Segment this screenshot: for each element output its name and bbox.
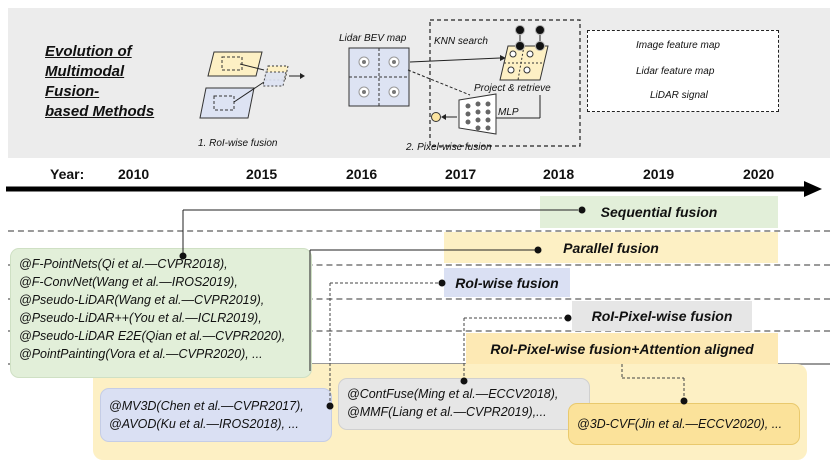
knn-label: KNN search (434, 36, 488, 47)
method-entry: @MMF(Liang et al.—CVPR2019),... (347, 405, 547, 419)
project-label: Project & retrieve (474, 83, 551, 94)
method-entry: @AVOD(Ku et al.—IROS2018), ... (109, 417, 299, 431)
attention-aligned-bar: RoI-Pixel-wise fusion+Attention aligned (466, 333, 778, 364)
lane-divider (8, 298, 830, 300)
roi-pixel-wise-fusion-bar: RoI-Pixel-wise fusion (572, 301, 752, 331)
bev-map-label: Lidar BEV map (339, 33, 407, 44)
lidar-signal-icon (515, 25, 525, 35)
bar-label: RoI-Pixel-wise fusion (591, 308, 733, 324)
method-entry: @Pseudo-LiDAR(Wang et al.—CVPR2019), (19, 293, 265, 307)
pixel-caption: 2. Pixel-wise fusion (406, 142, 492, 153)
legend-signal-label: LiDAR signal (650, 90, 708, 101)
sequential-methods-card: @F-PointNets(Qi et al.—CVPR2018), @F-Con… (10, 248, 312, 378)
method-entry: @Pseudo-LiDAR E2E(Qian et al.—CVPR2020), (19, 329, 286, 343)
lane-divider (8, 330, 830, 332)
roi-methods-card: @MV3D(Chen et al.—CVPR2017), @AVOD(Ku et… (100, 388, 332, 442)
legend (587, 30, 779, 112)
roi-caption: 1. RoI-wise fusion (198, 138, 278, 149)
year-tick: 2017 (445, 166, 477, 182)
method-entry: @3D-CVF(Jin et al.—ECCV2020), ... (577, 417, 783, 431)
pixel-wise-box (429, 19, 581, 147)
arrow-icon (239, 63, 265, 71)
method-entry: @PointPainting(Vora et al.—CVPR2020), ..… (19, 347, 263, 361)
legend-image-label: Image feature map (636, 40, 720, 51)
year-tick: 2015 (246, 166, 278, 182)
title-line: Evolution of (45, 43, 132, 60)
lane-divider (8, 230, 830, 232)
year-tick: 2010 (118, 166, 150, 182)
bar-label: RoI-wise fusion (455, 274, 559, 291)
roi-box-icon (213, 95, 235, 111)
method-entry: @Pseudo-LiDAR++(You et al.—ICLR2019), (19, 311, 262, 325)
year-label: Year: (50, 166, 85, 182)
year-tick: 2018 (543, 166, 575, 182)
fused-roi-icon (262, 71, 287, 87)
roi-wise-fusion-bar: RoI-wise fusion (444, 268, 570, 297)
mlp-label: MLP (498, 107, 519, 118)
method-entry: @F-PointNets(Qi et al.—CVPR2018), (19, 257, 228, 271)
fused-feature-icon (431, 112, 441, 122)
lidar-signal-icon (515, 41, 525, 51)
lidar-signal-icon (535, 25, 545, 35)
method-entry: @MV3D(Chen et al.—CVPR2017), (109, 399, 304, 413)
year-tick: 2020 (743, 166, 775, 182)
method-entry: @ContFuse(Ming et al.—ECCV2018), (347, 387, 559, 401)
method-entry: @F-ConvNet(Wang et al.—IROS2019), (19, 275, 238, 289)
bar-label: Sequential fusion (600, 204, 718, 220)
year-tick: 2016 (346, 166, 378, 182)
arrow-icon (233, 81, 265, 103)
title-line: Fusion- (45, 83, 100, 100)
year-tick: 2019 (643, 166, 675, 182)
parallel-fusion-bar: Parallel fusion (444, 232, 778, 263)
bar-label: Parallel fusion (563, 239, 659, 256)
bar-label: RoI-Pixel-wise fusion+Attention aligned (490, 340, 754, 357)
roi-pixel-methods-card: @ContFuse(Ming et al.—ECCV2018), @MMF(Li… (338, 378, 590, 430)
lane-divider (8, 264, 830, 266)
title-line: based Methods (45, 103, 155, 120)
lidar-signal-icon (535, 41, 545, 51)
roi-box-icon (221, 56, 243, 71)
legend-lidar-label: Lidar feature map (636, 66, 715, 77)
title-line: Multimodal (45, 63, 125, 80)
diagram-title: Evolution of Multimodal Fusion- based Me… (45, 42, 154, 122)
arrow-icon (409, 57, 501, 63)
